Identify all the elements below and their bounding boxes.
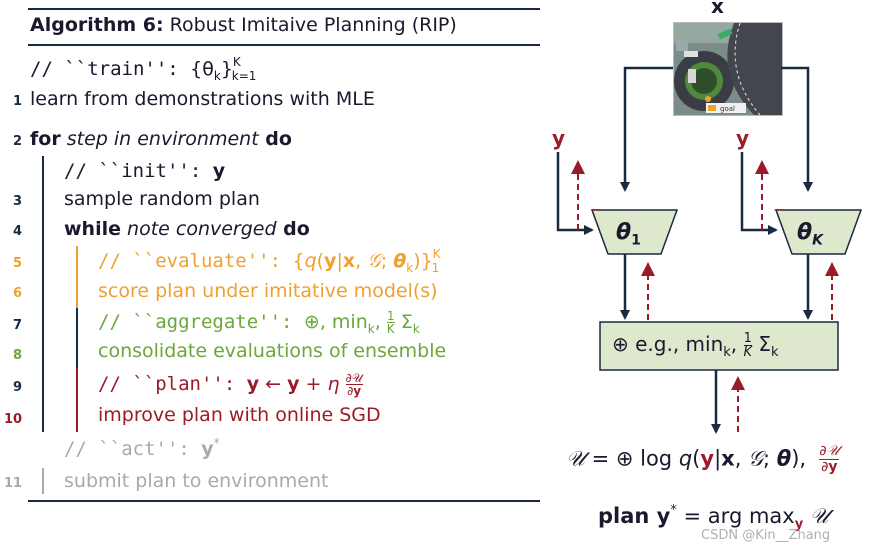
inner-bar-navy (76, 308, 78, 368)
line-6-text: score plan under imitative model(s) (98, 280, 438, 302)
aggregate-block (599, 321, 839, 371)
line-number-5: 5 (12, 256, 22, 271)
while-keyword: while (64, 218, 121, 240)
top-rule (28, 8, 540, 10)
line-number-10: 10 (4, 412, 23, 427)
algorithm-title: Algorithm 6: Robust Imitaive Planning (R… (30, 14, 457, 36)
line-number-11: 11 (4, 476, 23, 491)
bottom-rule (28, 500, 540, 502)
init-comment: // ``init'': y (64, 160, 226, 182)
line-8-text: consolidate evaluations of ensemble (98, 340, 447, 362)
line-number-8: 8 (12, 348, 22, 363)
while-do-keyword: do (276, 218, 310, 240)
for-keyword: for (30, 128, 61, 150)
thetaK-model-block (774, 209, 863, 255)
thetaK-label: θK (797, 220, 823, 249)
x-to-thetaK-arrow (781, 66, 813, 192)
for-block-bar (42, 156, 44, 432)
goal-label: goal (720, 105, 735, 113)
driving-scene-drawing: goal (674, 23, 782, 115)
driving-scene-image: goal (673, 22, 783, 116)
x-label: x (711, 0, 724, 18)
line-number-1: 1 (12, 94, 22, 109)
minus-sign-right: − (773, 200, 787, 219)
algorithm-label: Algorithm 6: (30, 14, 164, 36)
train-comment: // ``train'': {θk}Kk=1 (30, 55, 257, 83)
evaluate-comment: // ``evaluate'': {q(y|x, 𝒢; θk)}K1 (98, 247, 441, 275)
line-10-text: improve plan with online SGD (98, 404, 381, 426)
line-number-4: 4 (12, 224, 22, 239)
theta1-model-block (590, 209, 679, 255)
line-number-2: 2 (12, 134, 22, 149)
line-number-3: 3 (12, 194, 22, 209)
algorithm-name: Robust Imitaive Planning (RIP) (163, 14, 457, 36)
line-3-text: sample random plan (64, 188, 260, 210)
utility-equation: 𝒰 = ⊕ log q(y|x, 𝒢; θ), ∂𝒰∂y (566, 443, 840, 475)
y-to-thetaK-arrow (740, 152, 778, 235)
line-11-text: submit plan to environment (64, 470, 329, 492)
watermark: CSDN @Kin__Zhang (701, 528, 831, 543)
y-label-right: y (736, 126, 750, 150)
line-number-9: 9 (12, 380, 22, 395)
for-loop-header: for step in environment do (30, 128, 292, 150)
theta1-label: θ1 (616, 220, 641, 249)
plan-comment: // ``plan'': y ← y + η ∂𝒰∂y (98, 371, 363, 398)
while-loop-header: while note converged do (64, 218, 310, 240)
inner-bar-red (76, 368, 78, 432)
x-to-theta1-arrow (620, 66, 673, 192)
for-condition: step in environment (60, 128, 259, 150)
plan-equation: plan y* = arg maxy 𝒰 (598, 503, 829, 533)
while-condition: note converged (121, 218, 277, 240)
gray-block-bar (42, 468, 44, 494)
do-keyword: do (258, 128, 292, 150)
title-rule (28, 44, 540, 46)
y-label-left: y (552, 126, 566, 150)
minus-sign-left: − (590, 200, 604, 219)
line-number-7: 7 (12, 318, 22, 333)
line-1-text: learn from demonstrations with MLE (30, 88, 375, 110)
line-number-6: 6 (12, 286, 22, 301)
y-to-theta1-arrow (556, 152, 594, 235)
inner-bar-orange (76, 246, 78, 308)
act-comment: // ``act'': y* (64, 436, 220, 460)
